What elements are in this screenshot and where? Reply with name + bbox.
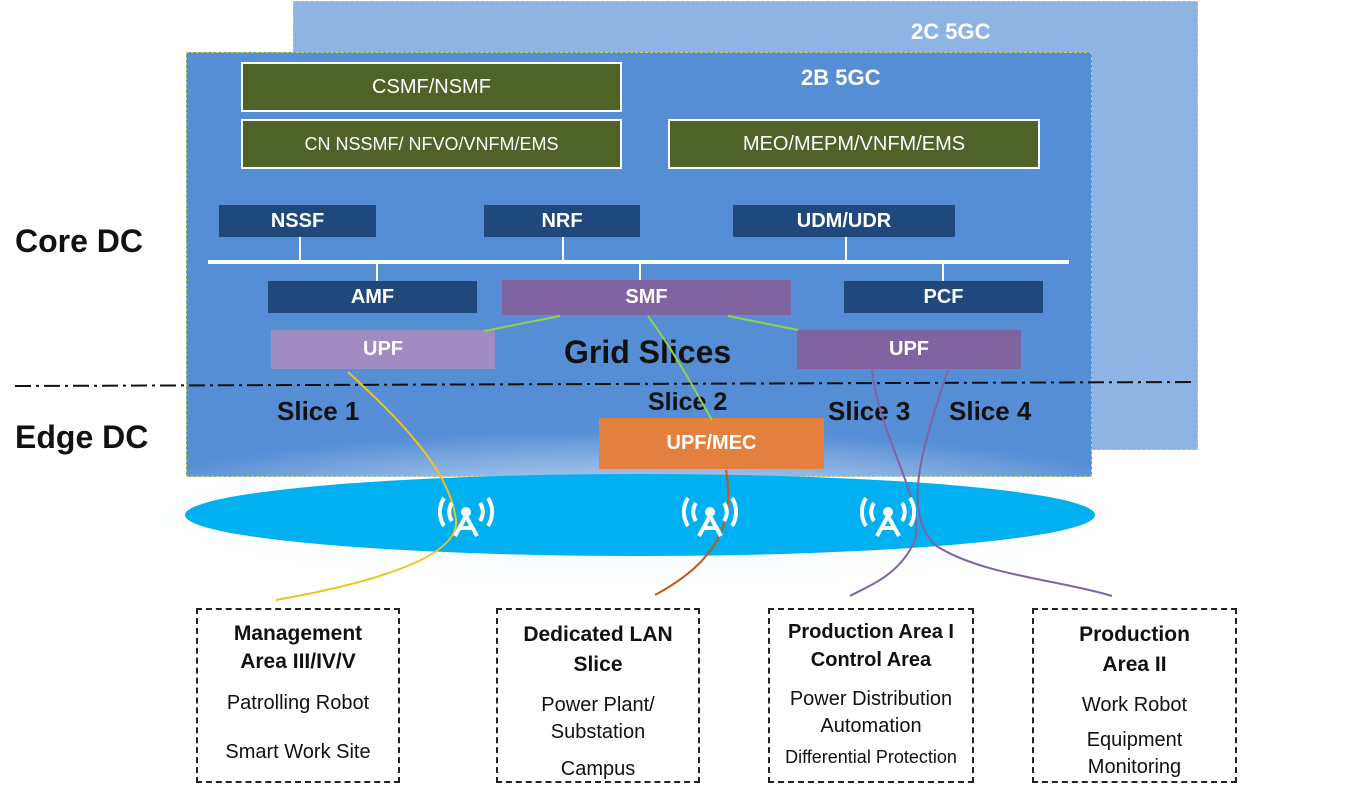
edge-dc-label: Edge DC [15,419,149,455]
slice1-path [275,371,458,601]
panel-2b-title: 2B 5GC [801,65,881,90]
area-title-line1: Dedicated LAN [523,623,673,646]
udm-udr-box: UDM/UDR [733,205,955,237]
core-edge-divider [14,381,1196,387]
area-item-2: Automation [820,715,922,737]
slice1-label: Slice 1 [277,396,360,426]
core-dc-label: Core DC [15,223,144,259]
panel-2c-title: 2C 5GC [911,19,991,44]
radio-access-ellipse [185,474,1095,556]
antenna-tower-icon [437,496,495,537]
area-title-line1: Production Area I [788,621,954,643]
csmf-nsmf-box: CSMF/NSMF [241,62,622,112]
dedicated-lan-box: Dedicated LAN Slice Power Plant/ Substat… [496,608,700,783]
smf-upf-left-link [483,315,561,332]
smf-box: SMF [502,280,791,315]
area-item-2: Substation [550,721,646,743]
area-item-3: Differential Protection [785,747,957,767]
slice3-path [849,369,918,597]
area-item-3: Smart Work Site [225,741,371,763]
area-title-line1: Management [233,622,363,645]
smf-upf-right-link [727,315,799,331]
slice4-path [916,369,1113,597]
area-item-1: Patrolling Robot [226,692,370,714]
area-title-line2: Area II [1102,653,1167,676]
cn-nssmf-box: CN NSSMF/ NFVO/VNFM/EMS [241,119,622,169]
production-area-1-box: Production Area I Control Area Power Dis… [768,608,974,783]
grid-slices-title: Grid Slices [564,334,732,370]
management-area-box: Management Area III/IV/V Patrolling Robo… [196,608,400,783]
area-item-2: Equipment [1086,729,1183,751]
antenna-tower-icon [681,496,739,537]
nrf-box: NRF [484,205,640,237]
area-item-3: Campus [560,758,636,780]
slice4-label: Slice 4 [949,396,1032,426]
area-title-line1: Production [1079,623,1190,646]
slice2-upper-path [647,315,713,421]
upf-mec-box: UPF/MEC [599,418,824,469]
meo-mepm-box: MEO/MEPM/VNFM/EMS [668,119,1040,169]
antenna-tower-icon [859,496,917,537]
area-title-line2: Control Area [810,649,932,671]
area-item-1: Power Plant/ [541,694,655,716]
upf-left-box: UPF [271,330,495,369]
amf-box: AMF [268,281,477,313]
area-item-3: Monitoring [1087,756,1182,778]
area-title-line2: Slice [573,653,623,676]
slice2-lower-path [654,469,730,596]
slice2-label: Slice 2 [648,388,728,416]
upf-right-box: UPF [797,330,1021,369]
nssf-box: NSSF [219,205,376,237]
pcf-box: PCF [844,281,1043,313]
slice3-label: Slice 3 [828,396,911,426]
production-area-2-box: Production Area II Work Robot Equipment … [1032,608,1237,783]
area-item-1: Work Robot [1081,694,1188,716]
area-title-line2: Area III/IV/V [240,650,356,673]
area-item-1: Power Distribution [789,688,953,710]
